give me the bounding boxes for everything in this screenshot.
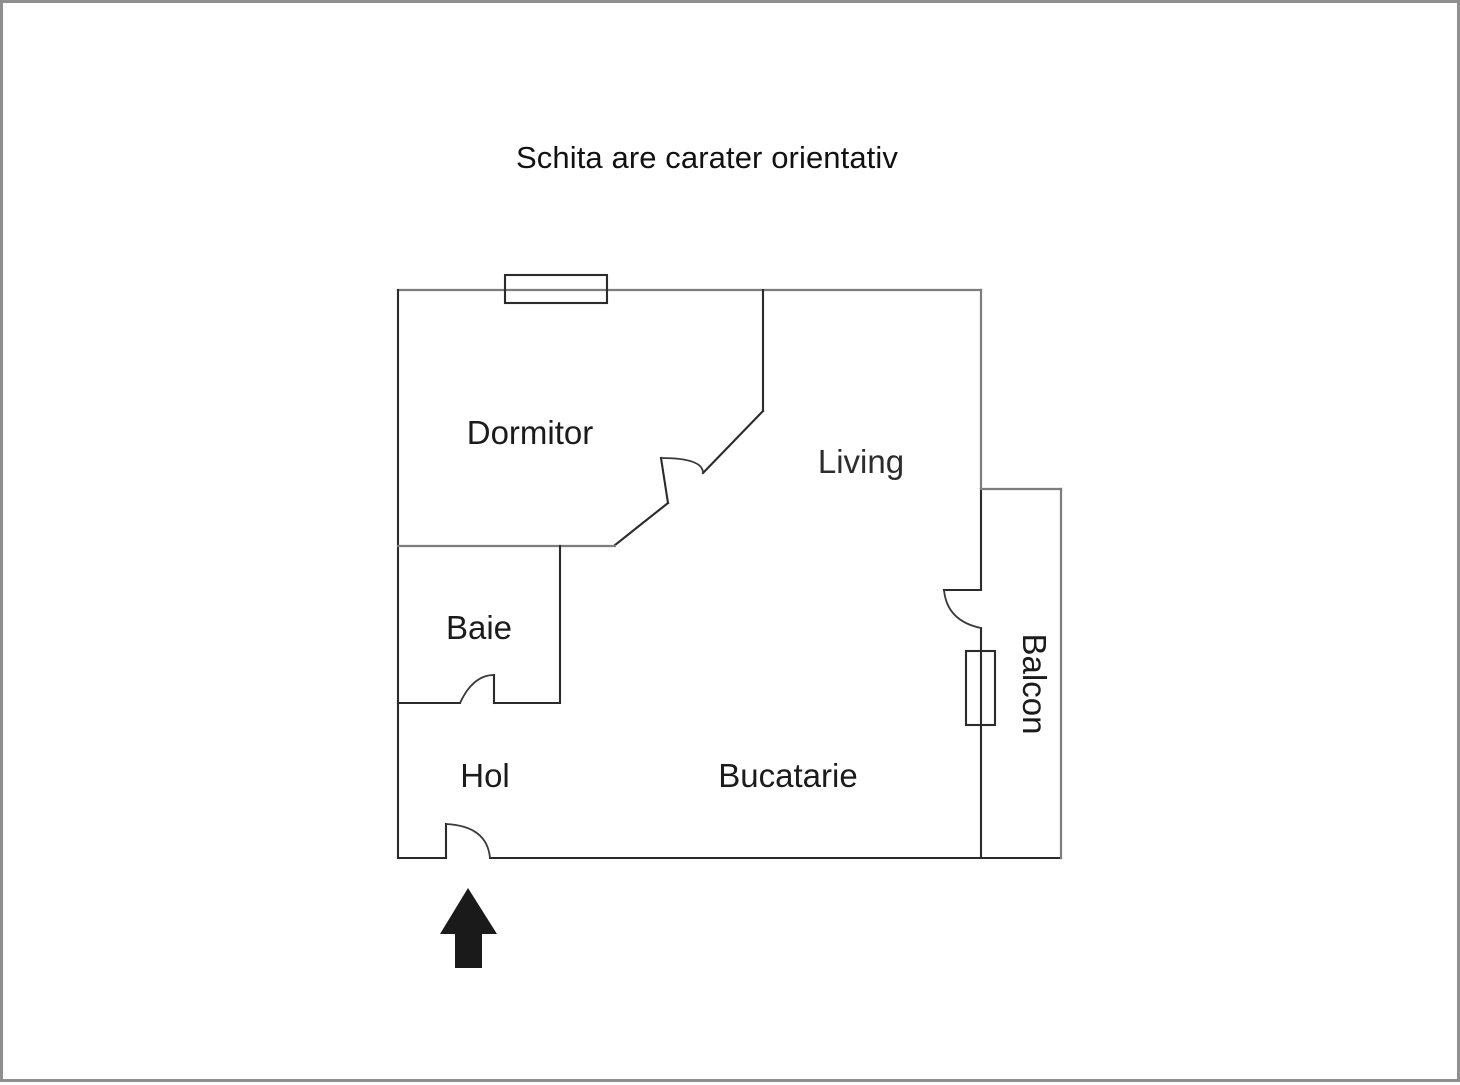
room-label-bucatarie: Bucatarie [718,757,857,794]
page-title: Schita are carater orientativ [516,140,898,175]
room-label-balcon: Balcon [1016,634,1053,735]
room-label-baie: Baie [446,609,512,646]
window-balcon [964,649,997,727]
door-arc-entrance [445,823,491,859]
room-label-living: Living [818,443,904,480]
wall-dormitor-door-jamb [659,456,670,505]
door-arc-baie [459,674,495,704]
door-arc-balcon [943,589,982,629]
window-dormitor [503,273,609,305]
wall-dormitor-diagonal-lower [613,501,670,547]
room-label-dormitor: Dormitor [467,414,594,451]
room-label-hol: Hol [460,757,510,794]
entrance-arrow-icon [440,888,497,968]
floorplan-drawing: Dormitor Living Baie Hol Bucatarie Balco… [396,273,1063,968]
door-arc-dormitor [660,457,704,474]
wall-dormitor-diagonal-upper [701,409,765,475]
